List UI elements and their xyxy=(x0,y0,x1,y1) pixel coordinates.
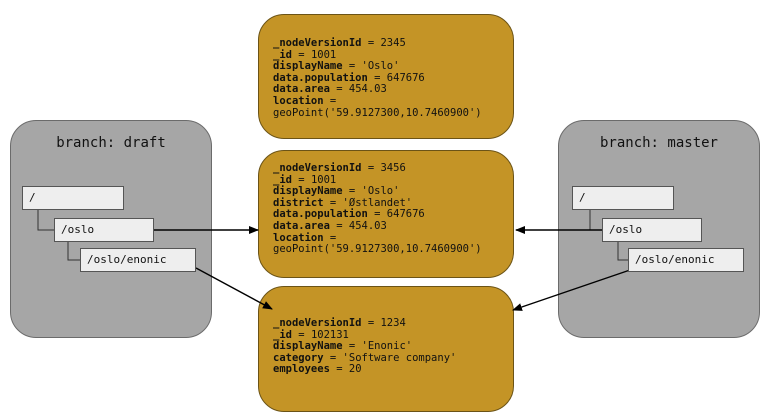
master-node-root[interactable]: / xyxy=(572,186,674,210)
version-line: district = 'Østlandet' xyxy=(273,196,413,209)
version-line: displayName = 'Oslo' xyxy=(273,60,400,73)
version-line: location = xyxy=(273,94,337,107)
version-line: _id = 1001 xyxy=(273,173,337,186)
draft-node-oslo[interactable]: /oslo xyxy=(54,218,154,242)
arrow-master-enonic-to-1234 xyxy=(512,269,631,311)
version-box-3456: _nodeVersionId = 3456 _id = 1001 display… xyxy=(258,150,514,278)
node-path-label: /oslo xyxy=(609,223,643,236)
version-line: data.area = 454.03 xyxy=(273,83,387,96)
branch-master-title: branch: master xyxy=(599,135,718,151)
arrow-draft-enonic-to-1234 xyxy=(195,267,273,310)
tree-connector-draft-oslo-enonic xyxy=(67,242,82,261)
version-line: location = xyxy=(273,231,337,244)
tree-connector-master-oslo-enonic xyxy=(617,242,630,261)
branch-draft-title: branch: draft xyxy=(56,135,166,151)
version-lines: _nodeVersionId = 1234 _id = 102131 displ… xyxy=(273,317,457,376)
version-lines: _nodeVersionId = 3456 _id = 1001 display… xyxy=(273,162,482,256)
version-line: displayName = 'Enonic' xyxy=(273,340,413,353)
version-line: _nodeVersionId = 3456 xyxy=(273,162,406,174)
version-line: _nodeVersionId = 2345 xyxy=(273,37,406,49)
version-line: data.area = 454.03 xyxy=(273,219,387,232)
version-box-1234: _nodeVersionId = 1234 _id = 102131 displ… xyxy=(258,286,514,412)
version-line: geoPoint('59.9127300,10.7460900') xyxy=(273,106,482,119)
draft-node-root[interactable]: / xyxy=(22,186,124,210)
tree-connector-draft-root-oslo xyxy=(37,210,56,231)
version-line: category = 'Software company' xyxy=(273,351,457,364)
node-path-label: /oslo xyxy=(61,223,95,236)
node-path-label: / xyxy=(579,191,586,204)
draft-node-oslo-enonic[interactable]: /oslo/enonic xyxy=(80,248,196,272)
version-line: _id = 102131 xyxy=(273,328,349,341)
version-lines: _nodeVersionId = 2345 _id = 1001 display… xyxy=(273,37,482,119)
node-path-label: /oslo/enonic xyxy=(87,253,167,266)
version-line: data.population = 647676 xyxy=(273,208,425,221)
version-line: geoPoint('59.9127300,10.7460900') xyxy=(273,243,482,256)
node-path-label: /oslo/enonic xyxy=(635,253,715,266)
version-box-2345: _nodeVersionId = 2345 _id = 1001 display… xyxy=(258,14,514,139)
master-node-oslo-enonic[interactable]: /oslo/enonic xyxy=(628,248,744,272)
version-line: displayName = 'Oslo' xyxy=(273,185,400,198)
version-line: _nodeVersionId = 1234 xyxy=(273,317,406,329)
master-node-oslo[interactable]: /oslo xyxy=(602,218,702,242)
branch-draft-panel: branch: draft xyxy=(10,120,212,338)
version-line: _id = 1001 xyxy=(273,48,337,61)
branch-master-panel: branch: master xyxy=(558,120,760,338)
node-path-label: / xyxy=(29,191,36,204)
version-line: data.population = 647676 xyxy=(273,71,425,84)
version-line: employees = 20 xyxy=(273,363,362,376)
